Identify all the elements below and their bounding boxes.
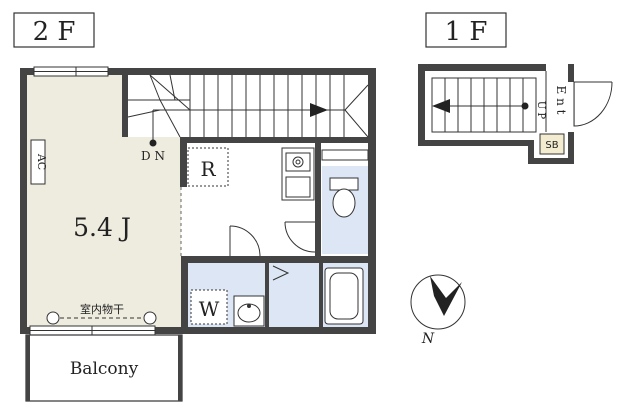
toilet-fixture xyxy=(321,149,369,218)
corridor-wet xyxy=(268,263,320,329)
stairs-2f-treads xyxy=(189,75,345,137)
compass-north-icon xyxy=(430,276,462,316)
stairs-2f-label: D N xyxy=(141,149,165,163)
title-1f-text: 1 F xyxy=(445,17,488,47)
door-bath-fold xyxy=(272,265,290,281)
stairs-1f-label: U P xyxy=(535,101,546,120)
window-top xyxy=(33,66,109,77)
walls-2f xyxy=(20,68,376,334)
aircon-label: AC xyxy=(35,153,48,170)
breaker-box: SB xyxy=(539,133,565,155)
stairs-2f-start xyxy=(149,139,157,147)
washer-space: W xyxy=(190,289,228,325)
stairs-2f-arrow xyxy=(310,103,328,117)
entrance-door xyxy=(573,81,613,127)
refrigerator-space: R xyxy=(187,147,229,187)
door-toilet xyxy=(284,221,316,253)
window-bottom xyxy=(29,325,156,336)
entrance: E n t xyxy=(545,71,568,132)
drying-rod: 室内物干 xyxy=(46,302,157,325)
drying-rod-label: 室内物干 xyxy=(80,302,124,316)
title-1f: 1 F xyxy=(425,12,507,48)
aircon-unit: AC xyxy=(30,139,48,185)
door-washroom xyxy=(229,225,261,257)
floor-1f: U P E n t SB xyxy=(418,64,613,164)
breaker-box-label: SB xyxy=(545,140,558,151)
bathtub xyxy=(324,267,364,325)
title-2f-text: 2 F xyxy=(33,17,76,47)
washer-label: W xyxy=(199,297,220,321)
living-size-label: 5.4 J xyxy=(73,213,131,242)
wash-basin xyxy=(233,295,265,327)
compass: N xyxy=(410,274,466,347)
kitchen-counter xyxy=(281,147,315,201)
stairs-2f xyxy=(127,74,369,143)
compass-north-label: N xyxy=(421,331,435,347)
stairs-1f-arrow xyxy=(432,99,450,113)
stairs-1f-start xyxy=(521,102,529,110)
walls-1f xyxy=(418,64,574,164)
title-2f: 2 F xyxy=(13,12,95,48)
balcony: Balcony xyxy=(25,334,183,402)
balcony-label: Balcony xyxy=(70,359,139,379)
refrigerator-label: R xyxy=(200,157,216,181)
entrance-label: E n t xyxy=(554,86,568,115)
